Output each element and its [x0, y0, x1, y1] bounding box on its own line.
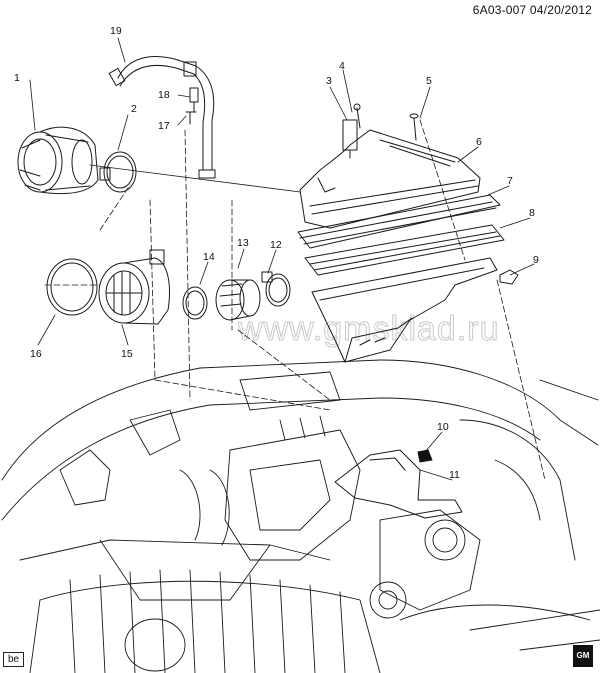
callout-1: 1 — [14, 72, 20, 84]
leader-lines — [29, 37, 546, 481]
part-12-clamp — [261, 271, 291, 307]
callout-13: 13 — [237, 237, 249, 249]
part-10-clip — [417, 449, 433, 463]
part-7-filter-element — [297, 194, 501, 249]
part-14-clamp — [182, 286, 208, 320]
watermark-text: www.gmsklad.ru — [237, 310, 500, 348]
part-15-resonator — [98, 249, 170, 325]
part-3-sensor — [342, 119, 358, 159]
callout-8: 8 — [529, 207, 535, 219]
callout-15: 15 — [121, 348, 133, 360]
part-2-clamp — [99, 151, 137, 193]
callout-9: 9 — [533, 254, 539, 266]
part-6-cleaner-cover — [299, 129, 481, 229]
callout-6: 6 — [476, 136, 482, 148]
callout-12: 12 — [270, 239, 282, 251]
diagram-code-date: 6A03-007 04/20/2012 — [472, 3, 592, 17]
part-5-bolt — [409, 113, 419, 141]
callout-17: 17 — [158, 120, 170, 132]
part-17-fitting — [185, 111, 197, 125]
part-18-fitting — [189, 87, 199, 113]
callout-16: 16 — [30, 348, 42, 360]
part-1-intake-duct — [17, 126, 99, 195]
callout-18: 18 — [158, 89, 170, 101]
callout-3: 3 — [326, 75, 332, 87]
part-16-seal-ring — [46, 258, 98, 316]
callout-19: 19 — [110, 25, 122, 37]
callout-10: 10 — [437, 421, 449, 433]
part-4-bolt — [353, 103, 361, 129]
callout-4: 4 — [339, 60, 345, 72]
air-cleaner-lower-housing — [311, 257, 498, 363]
part-8-filter-frame — [304, 224, 505, 276]
callout-11: 11 — [449, 469, 460, 481]
gm-logo: GM — [573, 645, 593, 667]
callout-7: 7 — [507, 175, 513, 187]
part-13-coupler — [215, 279, 261, 321]
part-9-grommet — [499, 269, 519, 285]
engine-bay — [1, 359, 600, 673]
callout-5: 5 — [426, 75, 432, 87]
part-19-vent-hose — [108, 56, 216, 179]
footer-badge: be — [3, 652, 25, 667]
callout-2: 2 — [131, 103, 137, 115]
callout-labels: 1 2 3 4 5 6 7 8 9 10 11 12 13 14 15 16 1… — [14, 25, 539, 481]
part-11-bracket — [334, 449, 463, 519]
callout-14: 14 — [203, 251, 215, 263]
